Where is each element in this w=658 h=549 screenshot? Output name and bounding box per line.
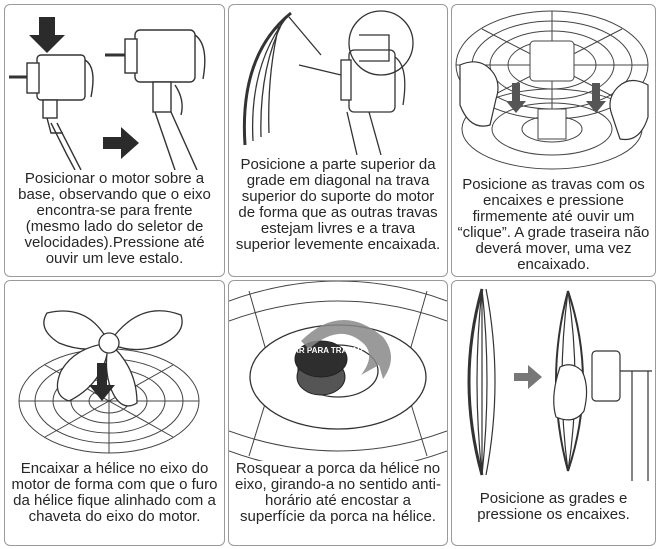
step-2-caption: Posicione a parte superior da grade em d… — [235, 156, 441, 253]
step-4-panel: Encaixar a hélice no eixo do motor de fo… — [4, 280, 225, 546]
down-arrow-icon — [586, 83, 606, 113]
step-1-caption: Posicionar o motor sobre a base, observa… — [18, 170, 211, 267]
press-latches-illustration — [455, 10, 649, 170]
step-6-panel: Posicione as grades e pressione os encai… — [451, 280, 656, 546]
fit-blade-illustration — [18, 310, 200, 454]
step-5-caption: Rosquear a porca da hélice no eixo, gira… — [235, 460, 441, 525]
step-6-caption: Posicione as grades e pressione os encai… — [477, 490, 630, 523]
step-3-panel: Posicione as travas com os encaixes e pr… — [451, 4, 656, 277]
curved-arrow-icon — [301, 319, 391, 379]
motor-on-base-illustration — [9, 17, 206, 170]
nut-label-text: GIRAR PARA TRAVAR — [279, 346, 363, 355]
step-1-panel: Posicionar o motor sobre a base, observa… — [4, 4, 225, 277]
step-2-panel: Posicione a parte superior da grade em d… — [228, 4, 448, 277]
blade-nut-illustration: GIRAR PARA TRAVAR — [229, 281, 447, 461]
right-arrow-icon — [103, 127, 139, 159]
rear-grille-latch-illustration — [242, 10, 414, 155]
step-3-caption: Posicione as travas com os encaixes e pr… — [457, 176, 650, 273]
step-5-panel: GIRAR PARA TRAVAR Rosquear a porca da hé… — [228, 280, 448, 546]
right-arrow-icon — [514, 365, 542, 389]
down-arrow-icon — [29, 17, 65, 53]
step-4-caption: Encaixar a hélice no eixo do motor de fo… — [11, 460, 218, 525]
close-grilles-illustration — [467, 288, 652, 481]
down-arrow-icon — [506, 83, 526, 113]
hand-icon — [553, 364, 588, 421]
down-arrow-icon — [89, 363, 115, 401]
